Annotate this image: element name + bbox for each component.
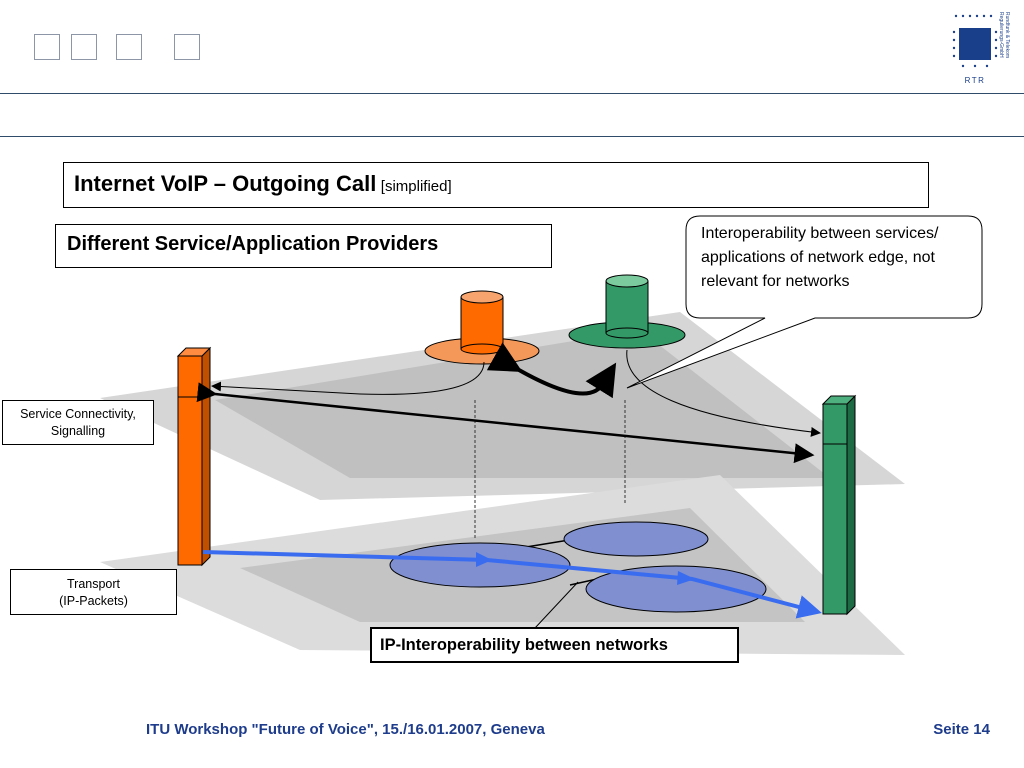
orange-provider-bottom — [460, 343, 504, 355]
green-pillar-front — [822, 403, 848, 615]
header-rule-bottom — [0, 136, 1024, 137]
green-provider-top — [605, 274, 649, 288]
footer-event: ITU Workshop "Future of Voice", 15./16.0… — [146, 721, 545, 738]
logo-mark-icon — [952, 14, 998, 68]
orange-pillar-side — [201, 346, 211, 567]
slide-title: Internet VoIP – Outgoing Call — [74, 171, 377, 196]
orange-provider-body — [460, 296, 504, 350]
provider-interop-arrow — [486, 342, 617, 399]
header-square-3 — [116, 34, 142, 60]
orange-pillar-front — [177, 355, 203, 566]
logo-subtext: Rundfunk & Telekom Regulierungs-GmbH — [998, 12, 1010, 59]
footer-page-number: Seite 14 — [933, 721, 990, 738]
transport-path-arrow — [202, 550, 822, 619]
header-square-1 — [34, 34, 60, 60]
network-2 — [563, 521, 709, 557]
rtr-logo: Rundfunk & Telekom Regulierungs-GmbH RTR — [950, 12, 1012, 90]
logo-text: RTR — [964, 76, 986, 85]
transport-midarrow-1 — [476, 552, 492, 567]
network-3 — [585, 565, 767, 613]
transport-layer-label: Transport (IP-Packets) — [10, 569, 177, 615]
ip-interop-label: IP-Interoperability between networks — [370, 627, 739, 663]
header-rule-top — [0, 93, 1024, 94]
callout-text: Interoperability between services/ appli… — [701, 225, 939, 290]
signal-end-to-end-arrow — [196, 382, 815, 464]
slide-title-box: Internet VoIP – Outgoing Call [simplifie… — [63, 162, 929, 208]
green-provider-body — [605, 280, 649, 334]
slide-title-qualifier: [simplified] — [380, 178, 452, 195]
green-pillar-side — [846, 394, 856, 616]
providers-heading: Different Service/Application Providers — [55, 224, 552, 268]
transport-midarrow-2 — [677, 571, 695, 585]
green-provider-bottom — [605, 327, 649, 339]
orange-provider-top — [460, 290, 504, 304]
service-layer-label: Service Connectivity, Signalling — [2, 400, 154, 445]
header-square-2 — [71, 34, 97, 60]
header-square-4 — [174, 34, 200, 60]
ip-interop-pointer — [534, 581, 579, 629]
callout-bubble — [626, 215, 983, 389]
